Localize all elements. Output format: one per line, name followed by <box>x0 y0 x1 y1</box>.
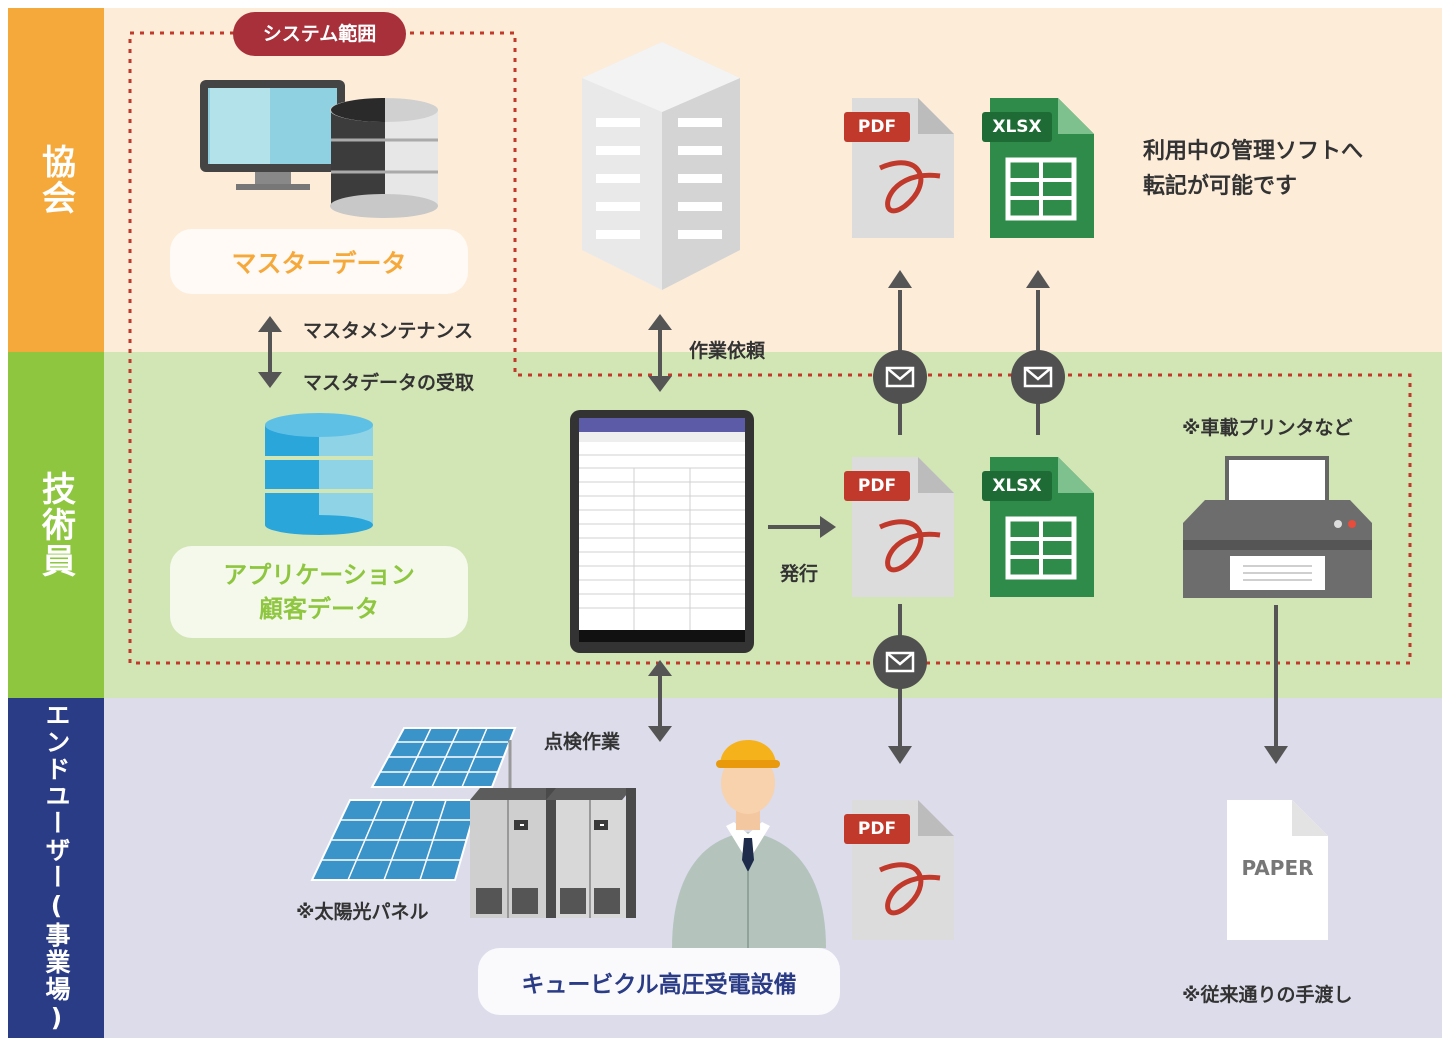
mail-icon-pdf-up <box>873 350 927 404</box>
lane-label-technician: 技術員 <box>35 471 76 579</box>
printer-icon <box>1183 456 1372 598</box>
app-data-label-line2: 顧客データ <box>259 595 379 623</box>
xlsx-file-icon-middle <box>982 457 1094 597</box>
solar-panel-icon-front <box>310 799 480 881</box>
solar-label: ※太陽光パネル <box>296 901 429 923</box>
app-database-icon <box>265 413 373 535</box>
cubicle-label: キュービクル高圧受電設備 <box>521 971 797 998</box>
work-request-label: 作業依頼 <box>689 340 766 362</box>
monitor-icon <box>200 80 345 190</box>
issue-label: 発行 <box>780 563 819 585</box>
arrows <box>258 270 1288 764</box>
inspection-label: 点検作業 <box>544 731 621 753</box>
app-data-pill: アプリケーション 顧客データ <box>170 546 468 638</box>
enduser-label-bg <box>8 698 104 1038</box>
tablet-icon <box>570 410 754 653</box>
master-maintenance-label: マスタメンテナンス <box>303 320 474 342</box>
xlsx-label-top: XLSX <box>992 117 1042 137</box>
solar-panel-icon-back <box>370 727 517 800</box>
transfer-note-line2: 転記が可能です <box>1143 174 1298 199</box>
system-scope-label: システム範囲 <box>262 23 377 45</box>
master-receive-label: マスタデータの受取 <box>303 372 475 394</box>
xlsx-file-icon-top <box>982 98 1094 238</box>
worker-icon <box>672 740 826 948</box>
system-scope-badge <box>233 12 406 56</box>
app-data-label-line1: アプリケーション <box>223 561 415 589</box>
association-band <box>104 8 1442 352</box>
lane-label-association: 協会 <box>35 144 76 216</box>
mail-icon-xlsx-up <box>1011 350 1065 404</box>
xlsx-label-middle: XLSX <box>992 476 1042 496</box>
lane-label-enduser: エンドユーザー(事業場) <box>42 702 71 1034</box>
cubicle-pill: キュービクル高圧受電設備 <box>478 948 840 1015</box>
master-data-pill: マスターデータ <box>170 229 468 294</box>
pdf-file-icon-middle <box>844 457 954 597</box>
cubicle-cabinet-icon-right <box>546 788 636 918</box>
transfer-note-line1: 利用中の管理ソフトへ <box>1143 139 1364 164</box>
cubicle-cabinet-icon-left <box>470 788 556 918</box>
mail-icon-pdf-down <box>873 635 927 689</box>
association-label-bg <box>8 8 104 352</box>
pdf-file-icon-bottom <box>844 800 954 940</box>
pdf-label-middle: PDF <box>857 476 897 496</box>
master-data-label: マスターデータ <box>231 248 407 278</box>
technician-label-bg <box>8 352 104 698</box>
database-icon <box>330 98 438 218</box>
handover-note: ※従来通りの手渡し <box>1182 984 1353 1006</box>
building-icon <box>582 42 740 290</box>
printer-note: ※車載プリンタなど <box>1182 417 1353 439</box>
system-scope-outline <box>128 31 1412 665</box>
pdf-label-top: PDF <box>857 117 897 137</box>
paper-label: PAPER <box>1241 856 1314 880</box>
paper-file-icon <box>1227 800 1328 940</box>
pdf-label-bottom: PDF <box>857 819 897 839</box>
pdf-file-icon-top <box>844 98 954 238</box>
